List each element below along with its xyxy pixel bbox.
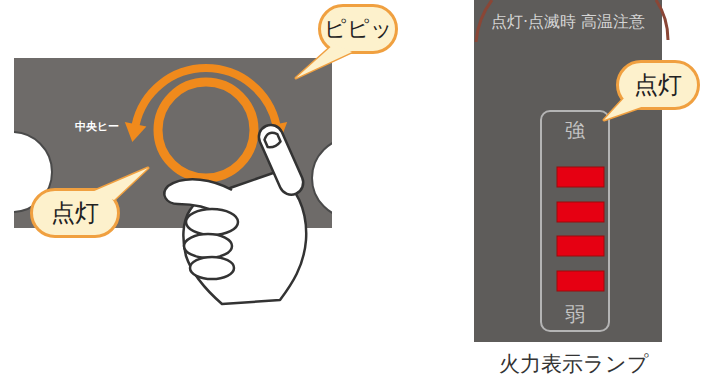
hand-finger [184,234,232,258]
lamp-segment [557,202,604,222]
panel-label: 中央ヒー [75,120,119,133]
figure-caption: 火力表示ランプ [474,350,674,378]
panel-label: 点灯·点滅時 高温注意 [474,12,662,32]
lamp-segment [557,236,604,256]
panel-label: 強 [542,118,608,142]
speech-bubble: 点灯 [30,188,120,238]
hand-finger [190,257,234,279]
lamp-segment [557,167,604,187]
lamp-segment [557,271,604,291]
bubble-tail-fill [604,96,644,120]
bubble-text: ピピッ [318,4,398,54]
bubble-tail-fill [296,44,352,78]
speech-bubble: 点灯 [616,60,700,110]
bubble-tail-fill [92,168,148,200]
hand-finger [186,209,238,235]
panel-label: 弱 [542,302,608,326]
bubble-tail [296,44,352,78]
bubble-text: 点灯 [30,188,120,238]
finger-nail [263,130,281,148]
bubble-text: 点灯 [616,60,700,110]
speech-bubble: ピピッ [318,4,398,54]
